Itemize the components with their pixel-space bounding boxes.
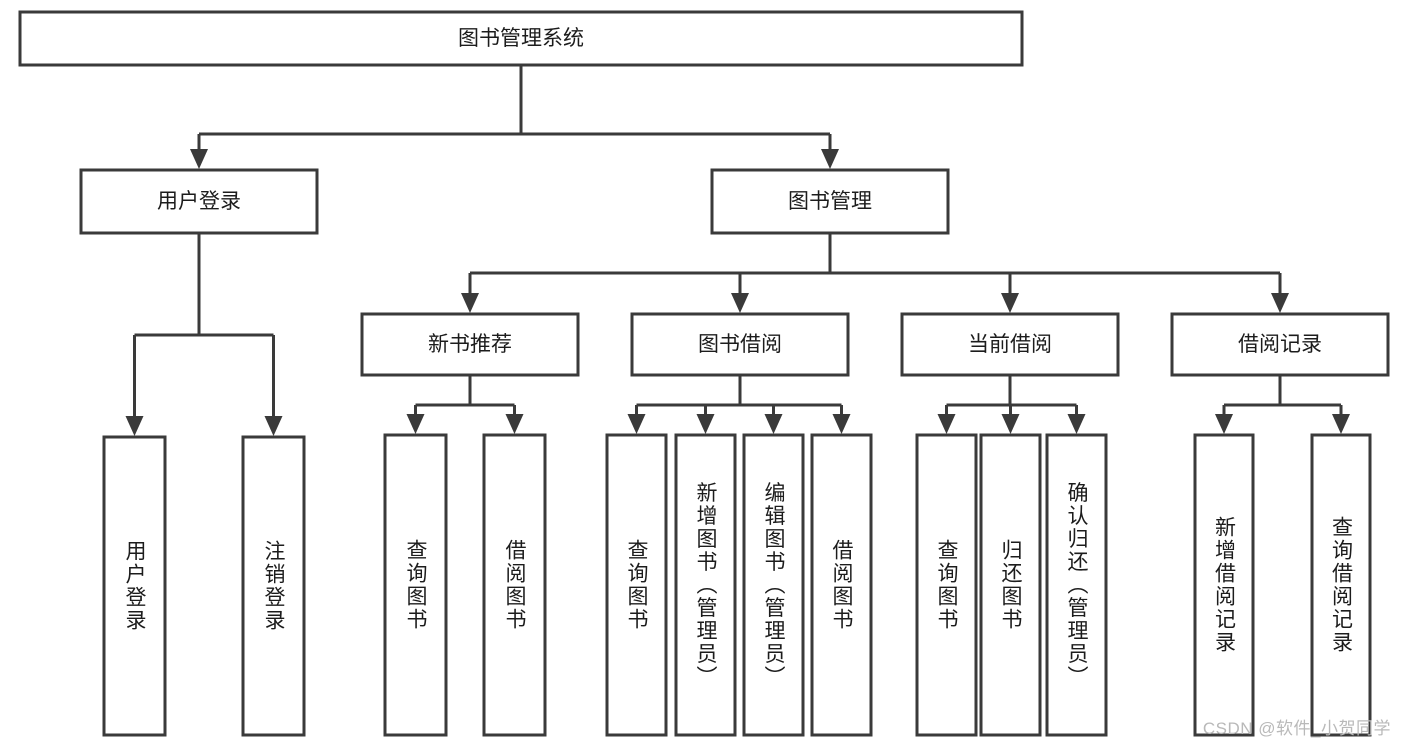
connectors-layer bbox=[125, 65, 1350, 436]
node-label: 注销登录 bbox=[262, 540, 286, 632]
node-box[interactable] bbox=[1170, 312, 1390, 377]
node-label: 图书管理系统 bbox=[458, 27, 584, 50]
node-current-borrow[interactable]: 当前借阅 bbox=[900, 312, 1120, 377]
arrow-head-icon bbox=[406, 414, 425, 434]
arrow-head-icon bbox=[1001, 414, 1020, 434]
node-leaf-confirm-return-admin[interactable]: 确认归还（管理员） bbox=[1045, 433, 1108, 737]
node-box[interactable] bbox=[810, 433, 873, 737]
arrow-head-icon bbox=[264, 416, 283, 436]
node-box[interactable] bbox=[900, 312, 1120, 377]
arrow-head-icon bbox=[1215, 414, 1233, 434]
node-label: 确认归还（管理员） bbox=[1065, 482, 1089, 689]
arrow-head-icon bbox=[461, 293, 479, 313]
node-box[interactable] bbox=[979, 433, 1042, 737]
node-leaf-borrow-book[interactable]: 借阅图书 bbox=[810, 433, 873, 737]
node-label: 查询图书 bbox=[625, 539, 649, 631]
node-box[interactable] bbox=[605, 433, 668, 737]
arrow-head-icon bbox=[1332, 414, 1350, 434]
node-box[interactable] bbox=[674, 433, 737, 737]
node-leaf-query-book-borrow[interactable]: 查询图书 bbox=[605, 433, 668, 737]
node-box[interactable] bbox=[241, 435, 306, 737]
node-label: 查询图书 bbox=[404, 539, 428, 631]
node-label: 当前借阅 bbox=[968, 333, 1052, 356]
node-box[interactable] bbox=[915, 433, 978, 737]
node-leaf-query-book-current[interactable]: 查询图书 bbox=[915, 433, 978, 737]
node-label: 新增借阅记录 bbox=[1213, 516, 1237, 654]
arrow-head-icon bbox=[696, 414, 715, 434]
node-leaf-logout[interactable]: 注销登录 bbox=[241, 435, 306, 737]
nodes-layer: 图书管理系统用户登录图书管理新书推荐图书借阅当前借阅借阅记录用户登录注销登录查询… bbox=[18, 10, 1390, 737]
node-label: 新增图书（管理员） bbox=[694, 482, 718, 689]
node-box[interactable] bbox=[630, 312, 850, 377]
node-label: 查询图书 bbox=[935, 539, 959, 631]
watermark-label: CSDN @软件_小贺同学 bbox=[1202, 719, 1391, 738]
node-label: 用户登录 bbox=[157, 190, 241, 213]
node-label: 图书管理 bbox=[788, 190, 872, 213]
node-label: 新书推荐 bbox=[428, 333, 512, 356]
node-box[interactable] bbox=[18, 10, 1024, 67]
node-book-manage[interactable]: 图书管理 bbox=[710, 168, 950, 235]
node-leaf-add-borrow-record[interactable]: 新增借阅记录 bbox=[1193, 433, 1255, 737]
arrow-head-icon bbox=[1067, 414, 1086, 434]
arrow-head-icon bbox=[937, 414, 956, 434]
node-borrow-record[interactable]: 借阅记录 bbox=[1170, 312, 1390, 377]
node-book-borrow[interactable]: 图书借阅 bbox=[630, 312, 850, 377]
node-new-book-recommend[interactable]: 新书推荐 bbox=[360, 312, 580, 377]
arrow-head-icon bbox=[731, 293, 749, 313]
node-label: 查询借阅记录 bbox=[1330, 516, 1354, 654]
node-leaf-add-book-admin[interactable]: 新增图书（管理员） bbox=[674, 433, 737, 737]
node-leaf-borrow-book-recommend[interactable]: 借阅图书 bbox=[482, 433, 547, 737]
node-label: 借阅图书 bbox=[503, 539, 527, 631]
node-label: 借阅图书 bbox=[830, 539, 854, 631]
node-box[interactable] bbox=[1310, 433, 1372, 737]
arrow-head-icon bbox=[505, 414, 524, 434]
arrow-head-icon bbox=[1001, 293, 1019, 313]
arrow-head-icon bbox=[190, 149, 208, 169]
node-box[interactable] bbox=[360, 312, 580, 377]
node-leaf-query-borrow-record[interactable]: 查询借阅记录 bbox=[1310, 433, 1372, 737]
node-box[interactable] bbox=[79, 168, 319, 235]
node-box[interactable] bbox=[742, 433, 805, 737]
arrow-head-icon bbox=[1271, 293, 1289, 313]
node-box[interactable] bbox=[482, 433, 547, 737]
node-label: 编辑图书（管理员） bbox=[762, 482, 786, 689]
node-leaf-query-book-recommend[interactable]: 查询图书 bbox=[383, 433, 448, 737]
node-leaf-edit-book-admin[interactable]: 编辑图书（管理员） bbox=[742, 433, 805, 737]
arrow-head-icon bbox=[125, 416, 144, 436]
node-leaf-return-book[interactable]: 归还图书 bbox=[979, 433, 1042, 737]
node-box[interactable] bbox=[1045, 433, 1108, 737]
node-label: 图书借阅 bbox=[698, 333, 782, 356]
node-label: 用户登录 bbox=[123, 540, 147, 632]
arrow-head-icon bbox=[832, 414, 851, 434]
node-box[interactable] bbox=[710, 168, 950, 235]
node-user-login[interactable]: 用户登录 bbox=[79, 168, 319, 235]
arrow-head-icon bbox=[764, 414, 783, 434]
arrow-head-icon bbox=[627, 414, 646, 434]
node-box[interactable] bbox=[383, 433, 448, 737]
node-leaf-user-login[interactable]: 用户登录 bbox=[102, 435, 167, 737]
node-label: 借阅记录 bbox=[1238, 333, 1322, 356]
node-box[interactable] bbox=[1193, 433, 1255, 737]
arrow-head-icon bbox=[821, 149, 839, 169]
node-root[interactable]: 图书管理系统 bbox=[18, 10, 1024, 67]
node-box[interactable] bbox=[102, 435, 167, 737]
node-label: 归还图书 bbox=[999, 539, 1023, 631]
